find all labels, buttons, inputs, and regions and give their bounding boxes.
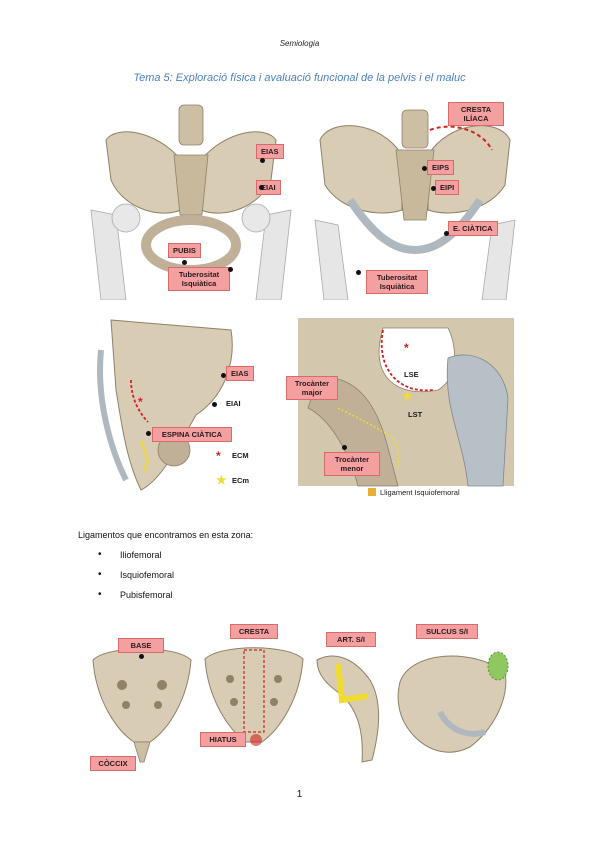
label-e-ciatica: E. CIÀTICA [448,221,498,236]
ecm-star-on-image: * [138,395,143,409]
list-item: •Isquiofemoral [98,569,175,580]
marker-espina-ciatica [146,431,151,436]
label-coccix: CÒCCIX [90,756,136,771]
label-art-si: ART. S/I [326,632,376,647]
label-eias: EIAS [256,144,284,159]
list-item: •Iliofemoral [98,549,162,560]
marker-eiai [259,185,264,190]
sacrum-posterior-image: CRESTA HIATUS [200,624,308,768]
legend-ecm-star: * [216,449,221,463]
label-trocanter-major: Trocànter major [286,376,338,400]
ligaments-list: •Iliofemoral •Isquiofemoral •Pubisfemora… [98,548,174,608]
sacrum-lateral-image: ART. S/I [312,630,388,770]
label-base: BASE [118,638,164,653]
label-pubis: PUBIS [168,243,201,258]
legend-ecm-minor-label: ECm [232,476,250,485]
star-red-hip: * [404,341,409,355]
label-eipi: EIPI [435,180,460,195]
legend-yellow-square [368,488,376,496]
label-hiatus: HIATUS [200,732,246,747]
list-item: •Pubisfemoral [98,589,173,600]
marker-eias-lateral [221,373,226,378]
anterior-pelvis-image: EIAS EIAI PUBIS Tuberositat Isquiàtica [86,100,296,300]
label-eiai: EIAI [256,180,281,195]
page-title: Tema 5: Exploració física i avaluació fu… [133,72,466,84]
ligaments-intro: Ligamentos que encontramos en esta zona: [78,530,254,540]
hip-joint-image: * LSE ★ LST Trocànter major Trocànter me… [286,318,514,500]
label-trocanter-menor: Trocànter menor [324,452,380,476]
label-eips: EIPS [427,160,455,175]
marker-eiai-lateral [212,402,217,407]
label-cresta: CRESTA [230,624,278,639]
star-yellow-hip: ★ [402,389,413,403]
marker-pubis [182,260,187,265]
lateral-pelvis-image: * EIAS EIAI ESPINA CIÀTICA * ECM ★ ECm [86,310,294,500]
marker-trocanter-menor [342,445,347,450]
legend-ecm-label: ECM [232,451,249,460]
label-tuberositat-isquiatica-post: Tuberositat Isquiàtica [366,270,428,294]
page-number: 1 [296,789,303,800]
sacrum-anterior-image: BASE CÒCCIX [88,630,196,771]
marker-eias [260,158,265,163]
page-header: Semiologia [279,39,320,48]
label-eias-lateral: EIAS [226,366,254,381]
marker-eipi [431,186,436,191]
posterior-pelvis-image: CRESTA ILÍACA EIPS EIPI E. CIÀTICA Tuber… [310,100,520,300]
label-cresta-iliaca: CRESTA ILÍACA [448,102,504,126]
legend-lligament-isquiofemoral: Lligament Isquiofemoral [380,488,460,497]
label-espina-ciatica: ESPINA CIÀTICA [152,427,232,442]
label-lst: LST [408,410,423,419]
marker-tuberositat [228,267,233,272]
marker-eips [422,166,427,171]
pelvis-sulcus-image: SULCUS S/I [390,622,520,772]
label-sulcus-si: SULCUS S/I [416,624,478,639]
marker-tuberositat-post [356,270,361,275]
label-eiai-lateral: EIAI [226,399,241,408]
label-tuberositat-isquiatica: Tuberositat Isquiàtica [168,267,230,291]
label-lse: LSE [404,370,419,379]
marker-base [139,654,144,659]
legend-ecm-minor-star: ★ [216,473,227,487]
marker-e-ciatica [444,231,449,236]
